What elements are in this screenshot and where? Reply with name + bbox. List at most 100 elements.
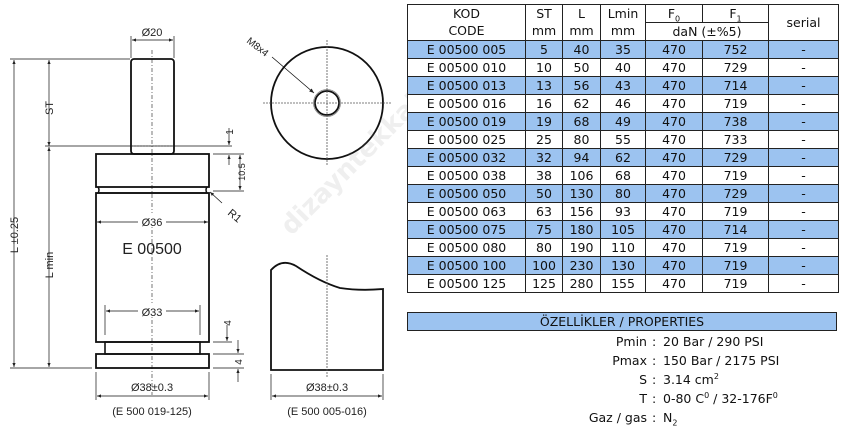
cell-serial: - — [768, 238, 839, 257]
radius-label: R1 — [225, 207, 243, 225]
cell-f0: 470 — [645, 238, 703, 257]
cell-code: E 00500 032 — [407, 148, 526, 167]
f0-subscript: 0 — [675, 14, 681, 23]
cell-serial: - — [768, 256, 839, 275]
cell-serial: - — [768, 148, 839, 167]
dim-1-label: 1 — [225, 129, 236, 135]
piston-rod — [130, 58, 175, 155]
value-text: 0-80 C — [663, 391, 705, 406]
cell-l: 68 — [562, 112, 601, 131]
short-view-caption: (E 500 005-016) — [287, 406, 367, 418]
cell-l: 190 — [562, 238, 601, 257]
cell-f0: 470 — [645, 40, 703, 59]
f1-label: F — [729, 5, 737, 21]
lower-neck — [104, 341, 201, 355]
short-view — [270, 255, 384, 400]
cell-f1: 752 — [702, 40, 769, 59]
cell-serial: - — [768, 220, 839, 239]
cell-st: 25 — [525, 130, 563, 149]
cell-f1: 733 — [702, 130, 769, 149]
cell-code: E 00500 075 — [407, 220, 526, 239]
cell-serial: - — [768, 202, 839, 221]
cell-f1: 719 — [702, 256, 769, 275]
cell-lmin: 40 — [600, 58, 646, 77]
value-text: / 32-176F — [709, 391, 773, 406]
cell-st: 38 — [525, 166, 563, 185]
col-l-unit: mm — [562, 22, 601, 41]
cell-lmin: 62 — [600, 148, 646, 167]
col-st-header: ST — [525, 4, 563, 23]
cell-code: E 00500 005 — [407, 40, 526, 59]
property-label: S — [639, 372, 647, 387]
property-colon: : — [652, 410, 657, 425]
cell-l: 230 — [562, 256, 601, 275]
cell-f0: 470 — [645, 274, 703, 293]
cell-serial: - — [768, 274, 839, 293]
cell-lmin: 68 — [600, 166, 646, 185]
lmin-label: L min — [44, 252, 56, 279]
base-diameter-label: Ø38±0.3 — [131, 382, 173, 394]
col-f1-header: F1 — [702, 4, 769, 23]
f1-subscript: 1 — [736, 14, 742, 23]
cell-lmin: 35 — [600, 40, 646, 59]
cell-code: E 00500 016 — [407, 94, 526, 113]
property-colon: : — [652, 372, 657, 387]
cell-lmin: 105 — [600, 220, 646, 239]
cell-l: 280 — [562, 274, 601, 293]
col-l-header: L — [562, 4, 601, 23]
cell-code: E 00500 125 — [407, 274, 526, 293]
property-value: N2 — [663, 408, 677, 427]
value-text: N — [663, 410, 673, 425]
cell-serial: - — [768, 112, 839, 131]
cell-f1: 714 — [702, 76, 769, 95]
cell-f0: 470 — [645, 202, 703, 221]
cell-code: E 00500 063 — [407, 202, 526, 221]
cell-lmin: 55 — [600, 130, 646, 149]
cell-st: 16 — [525, 94, 563, 113]
col-st-unit: mm — [525, 22, 563, 41]
cell-f0: 470 — [645, 58, 703, 77]
property-label: Gaz / gas — [588, 410, 647, 425]
col-f0-header: F0 — [645, 4, 703, 23]
cell-l: 50 — [562, 58, 601, 77]
cell-lmin: 43 — [600, 76, 646, 95]
cell-lmin: 46 — [600, 94, 646, 113]
cell-lmin: 93 — [600, 202, 646, 221]
cell-f0: 470 — [645, 256, 703, 275]
cell-f0: 470 — [645, 220, 703, 239]
cell-f1: 729 — [702, 58, 769, 77]
cell-serial: - — [768, 40, 839, 59]
cell-serial: - — [768, 184, 839, 203]
cell-l: 62 — [562, 94, 601, 113]
cell-code: E 00500 038 — [407, 166, 526, 185]
short-body-outline — [270, 261, 384, 371]
cell-st: 100 — [525, 256, 563, 275]
cell-l: 40 — [562, 40, 601, 59]
stroke-label: ST — [44, 101, 56, 115]
cell-l: 106 — [562, 166, 601, 185]
cell-code: E 00500 050 — [407, 184, 526, 203]
properties-title: ÖZELLİKLER / PROPERTIES — [407, 312, 837, 331]
thread-label: M8x4 — [244, 36, 270, 60]
dim-4a-label: 4 — [223, 320, 234, 326]
cell-l: 94 — [562, 148, 601, 167]
property-value: 0-80 C0 / 32-176F0 — [663, 389, 778, 408]
col-lmin-header: Lmin — [600, 4, 646, 23]
property-gas: Gaz / gas : N2 — [407, 408, 837, 427]
cell-f1: 738 — [702, 112, 769, 131]
dim-4b-label: 4 — [234, 359, 245, 365]
cell-serial: - — [768, 166, 839, 185]
cell-f0: 470 — [645, 76, 703, 95]
property-label: Pmax — [612, 353, 647, 368]
cell-l: 156 — [562, 202, 601, 221]
base-flange — [95, 353, 210, 369]
cell-code: E 00500 080 — [407, 238, 526, 257]
